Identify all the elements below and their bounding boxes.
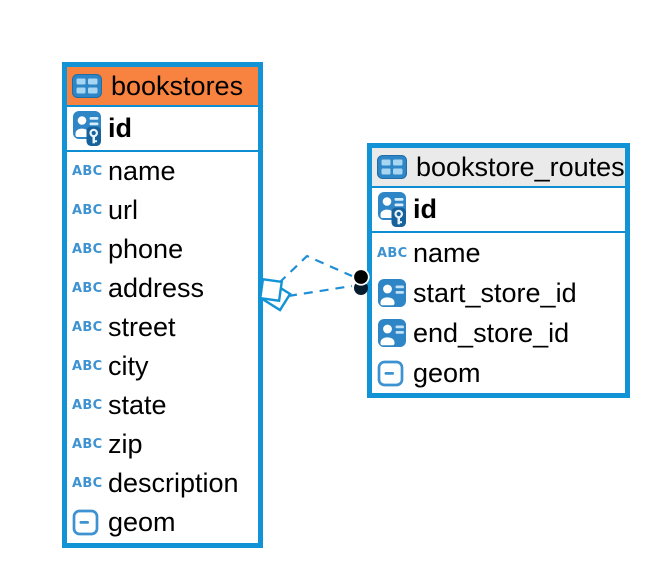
column-row-url[interactable]: ABC url: [67, 191, 258, 230]
column-name: zip: [108, 429, 143, 459]
column-row-zip[interactable]: ABC zip: [67, 425, 258, 464]
primary-key-icon: [72, 110, 108, 147]
primary-key-row[interactable]: id: [67, 107, 258, 152]
primary-key-name: id: [108, 113, 132, 143]
column-name: phone: [108, 234, 184, 264]
table-title: bookstores: [111, 70, 244, 101]
column-name: end_store_id: [413, 317, 570, 348]
foreign-key-icon: [377, 318, 413, 348]
text-type-icon: ABC: [72, 281, 103, 296]
column-name: street: [108, 312, 176, 342]
primary-key-name: id: [413, 194, 437, 224]
column-row-city[interactable]: ABC city: [67, 347, 258, 386]
table-title: bookstore_routes: [416, 151, 625, 182]
relationship-line[interactable]: [287, 284, 353, 298]
text-type-icon: ABC: [72, 242, 103, 257]
column-name: name: [108, 156, 176, 186]
column-name: address: [108, 273, 205, 303]
column-row-start_store_id[interactable]: start_store_id: [372, 273, 625, 313]
entity-table-bookstore-routes[interactable]: bookstore_routes id ABC name start_store_i…: [367, 143, 630, 398]
column-name: url: [108, 195, 139, 225]
text-type-icon: ABC: [72, 203, 103, 218]
text-type-icon: ABC: [72, 359, 103, 374]
primary-key-icon: [377, 191, 413, 228]
column-name: description: [108, 468, 239, 498]
column-row-description[interactable]: ABC description: [67, 464, 258, 503]
diamond-marker: [258, 277, 292, 312]
primary-key-row[interactable]: id: [372, 188, 625, 233]
table-header-bookstores[interactable]: bookstores: [67, 67, 258, 107]
geometry-type-icon: [72, 509, 108, 536]
text-type-icon: ABC: [72, 164, 103, 179]
column-name: geom: [413, 357, 481, 388]
text-type-icon: ABC: [72, 320, 103, 335]
geometry-type-icon: [377, 360, 413, 387]
table-header-bookstore-routes[interactable]: bookstore_routes: [372, 148, 625, 188]
text-type-icon: ABC: [72, 476, 103, 491]
column-name: city: [108, 351, 149, 381]
text-type-icon: ABC: [72, 437, 103, 452]
column-name: start_store_id: [413, 277, 577, 308]
column-row-geom[interactable]: geom: [372, 353, 625, 393]
column-row-end_store_id[interactable]: end_store_id: [372, 313, 625, 353]
column-row-address[interactable]: ABC address: [67, 269, 258, 308]
table-icon: [377, 155, 407, 179]
column-name: state: [108, 390, 167, 420]
column-row-name[interactable]: ABC name: [372, 233, 625, 273]
foreign-key-icon: [377, 278, 413, 308]
column-row-phone[interactable]: ABC phone: [67, 230, 258, 269]
column-row-geom[interactable]: geom: [67, 503, 258, 542]
column-row-street[interactable]: ABC street: [67, 308, 258, 347]
column-row-state[interactable]: ABC state: [67, 386, 258, 425]
table-icon: [72, 74, 102, 98]
relationship-line[interactable]: [278, 254, 353, 284]
text-type-icon: ABC: [377, 245, 408, 261]
column-name: name: [413, 237, 481, 268]
column-name: geom: [108, 507, 176, 537]
text-type-icon: ABC: [72, 398, 103, 413]
column-row-name[interactable]: ABC name: [67, 152, 258, 191]
